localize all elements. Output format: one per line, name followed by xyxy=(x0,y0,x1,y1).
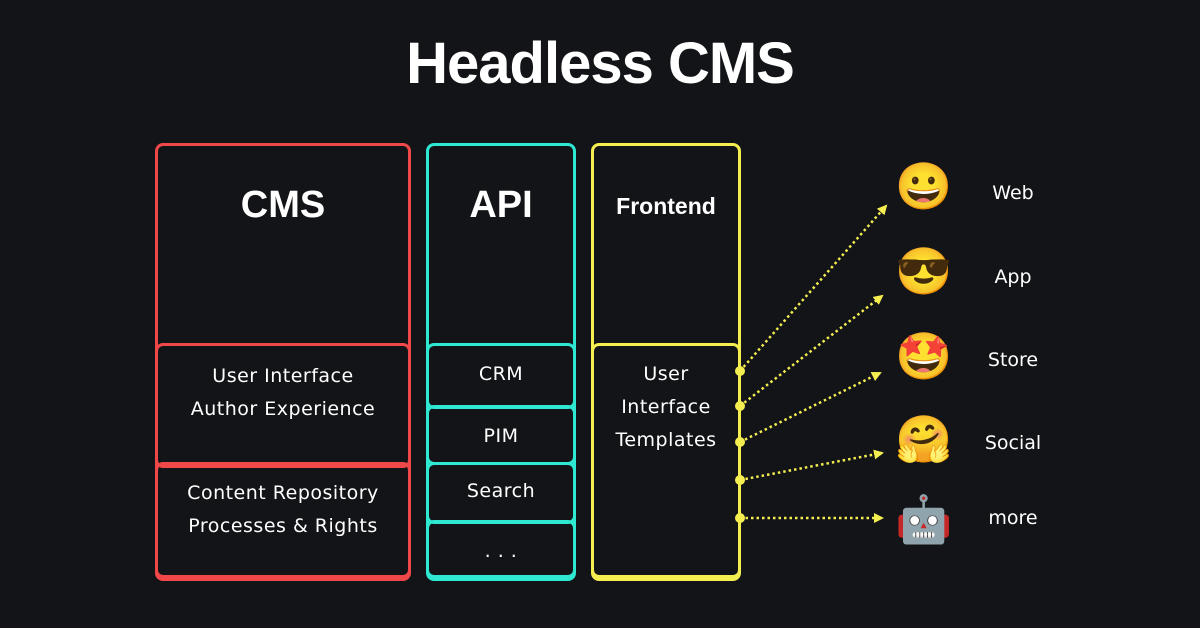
hugging-face-icon: 🤗 xyxy=(895,413,953,465)
robot-face-icon: 🤖 xyxy=(895,493,953,545)
cms-section-line: Content Repository xyxy=(187,482,379,504)
api-section-label: Search xyxy=(466,480,536,502)
target-label-web: Web xyxy=(992,182,1034,204)
arrow-web xyxy=(739,204,888,372)
api-section-label: CRM xyxy=(478,363,524,385)
frontend-section-line: Interface xyxy=(621,396,711,418)
target-label-social: Social xyxy=(984,432,1042,454)
frontend-section-templates: User Interface Templates xyxy=(591,343,741,581)
star-struck-face-icon: 🤩 xyxy=(895,330,953,382)
arrow-store xyxy=(739,371,882,444)
cms-section-line: Author Experience xyxy=(190,398,376,420)
target-label-store: Store xyxy=(987,349,1039,371)
connector-dot xyxy=(735,513,745,523)
frontend-section-line: User xyxy=(643,363,689,385)
connector-dot xyxy=(735,401,745,411)
target-label-more: more xyxy=(988,507,1038,529)
api-section-label: PIM xyxy=(483,425,519,447)
connector-dot xyxy=(735,366,745,376)
connector-dot xyxy=(735,475,745,485)
cms-column: CMS User Interface Author Experience Con… xyxy=(155,143,411,581)
cms-section-repo: Content Repository Processes & Rights xyxy=(155,462,411,581)
cms-section-ui: User Interface Author Experience xyxy=(155,343,411,468)
api-heading: API xyxy=(469,184,533,226)
cms-heading: CMS xyxy=(240,184,326,226)
cms-section-line: Processes & Rights xyxy=(188,515,378,537)
sunglasses-face-icon: 😎 xyxy=(895,245,953,297)
api-section-more: . . . xyxy=(426,520,576,581)
target-label-app: App xyxy=(994,266,1032,288)
api-column: API CRM PIM Search . . . xyxy=(426,143,576,581)
frontend-column: Frontend User Interface Templates xyxy=(591,143,741,581)
arrow-social xyxy=(739,449,884,482)
cms-section-line: User Interface xyxy=(212,365,354,387)
grinning-face-icon: 😀 xyxy=(895,160,953,212)
arrow-app xyxy=(739,294,884,407)
frontend-heading: Frontend xyxy=(616,193,716,219)
api-section-label: . . . xyxy=(484,540,518,562)
page-title: Headless CMS xyxy=(406,31,795,96)
frontend-section-line: Templates xyxy=(615,429,717,451)
connector-dot xyxy=(735,437,745,447)
